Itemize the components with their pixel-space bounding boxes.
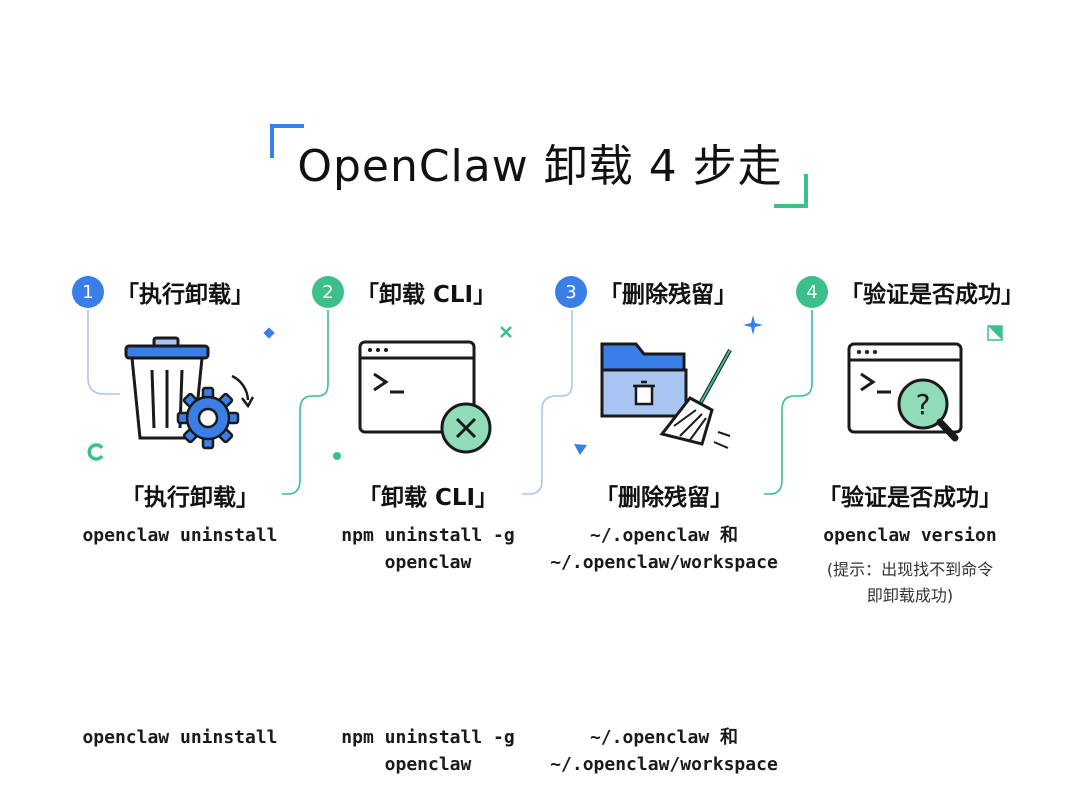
ring-sparkle-icon [87, 443, 104, 461]
step-1-command: openclaw uninstall [60, 522, 300, 549]
step-4-hint-line1: (提示：出现找不到命令 [826, 560, 994, 579]
step-4-hint-line2: 即卸载成功) [866, 586, 954, 605]
step-3-number: 3 [555, 276, 587, 308]
step-3-title: 「删除残留」 [599, 282, 737, 308]
step-1-caption: 「执行卸载」 [121, 485, 259, 511]
close-circle-icon [440, 402, 492, 454]
star-sparkle-icon [743, 315, 763, 335]
shard-sparkle-icon [574, 444, 587, 455]
step-4-number: 4 [796, 276, 828, 308]
step-3-command-line2: ~/.openclaw/workspace [550, 552, 778, 573]
magnifier-question-icon: ? [847, 342, 963, 442]
terminal-window-icon [358, 340, 476, 434]
connector-1b [282, 310, 329, 495]
footer-command-2-line2: openclaw [384, 754, 472, 775]
footer-command-1: openclaw uninstall [60, 724, 300, 751]
title-bracket-top-left [270, 124, 304, 158]
step-4-caption: 「验证是否成功」 [818, 485, 1002, 511]
step-1-command-line1: openclaw uninstall [82, 525, 278, 546]
footer-command-2-line1: npm uninstall -g [341, 727, 515, 748]
title-bracket-bottom-right [774, 174, 808, 208]
step-3-header: 3 「删除残留」 [555, 276, 737, 308]
cross-sparkle-icon [500, 326, 512, 338]
step-4-command-line1: openclaw version [823, 525, 997, 546]
connector-2 [522, 310, 573, 495]
step-4-command: openclaw version [800, 522, 1020, 549]
step-3-command-line1: ~/.openclaw 和 [589, 525, 739, 546]
step-2-title: 「卸载 CLI」 [356, 282, 497, 308]
step-1-number: 1 [72, 276, 104, 308]
trash-can-icon [124, 336, 210, 440]
gear-icon [176, 374, 255, 450]
square-sparkle-icon [987, 325, 1003, 341]
connector-1 [87, 310, 120, 395]
page-title: OpenClaw 卸载 4 步走 [297, 141, 783, 192]
broom-icon [659, 349, 732, 449]
footer-command-1-line1: openclaw uninstall [82, 727, 278, 748]
step-2-number: 2 [312, 276, 344, 308]
step-4-hint: (提示：出现找不到命令 即卸载成功) [800, 557, 1020, 609]
step-2-caption: 「卸载 CLI」 [357, 485, 499, 511]
step-4-header: 4 「验证是否成功」 [796, 276, 1024, 308]
footer-command-3: ~/.openclaw 和 ~/.openclaw/workspace [534, 724, 794, 778]
step-2-command-line2: openclaw [384, 552, 472, 573]
diamond-sparkle-icon [263, 327, 275, 339]
step-4-title: 「验证是否成功」 [840, 282, 1024, 308]
step-2-header: 2 「卸载 CLI」 [312, 276, 496, 308]
footer-command-3-line1: ~/.openclaw 和 [589, 727, 739, 748]
footer-command-3-line2: ~/.openclaw/workspace [550, 754, 778, 775]
step-3-caption: 「删除残留」 [595, 485, 733, 511]
connector-3 [764, 310, 813, 495]
dot-sparkle-icon [333, 452, 341, 460]
step-1-header: 1 「执行卸载」 [72, 276, 254, 308]
step-2-command: npm uninstall -g openclaw [308, 522, 548, 576]
step-3-command: ~/.openclaw 和 ~/.openclaw/workspace [534, 522, 794, 576]
footer-command-2: npm uninstall -g openclaw [308, 724, 548, 778]
step-1-title: 「执行卸载」 [116, 282, 254, 308]
title-wrap: OpenClaw 卸载 4 步走 [0, 130, 1080, 194]
step-2-command-line1: npm uninstall -g [341, 525, 515, 546]
svg-text:?: ? [916, 388, 931, 421]
